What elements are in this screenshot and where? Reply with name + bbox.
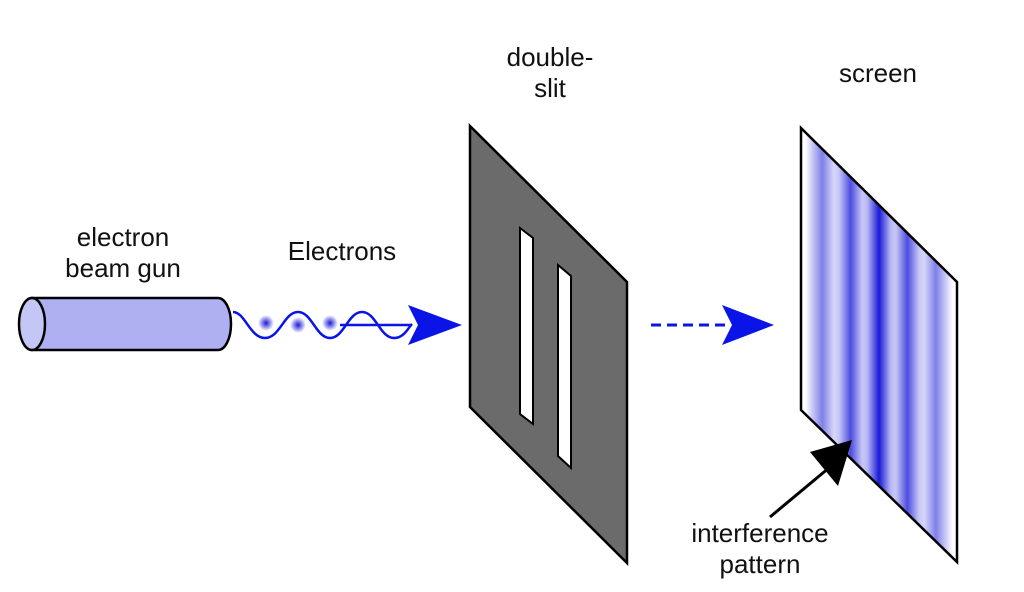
gun-label-line2: beam gun — [65, 253, 181, 283]
screen-outline — [799, 125, 959, 565]
electrons-label: Electrons — [287, 236, 397, 266]
wave-line — [232, 310, 413, 340]
interference-pattern-label-line1: interference — [691, 518, 829, 548]
dashed-beam-arrowhead — [722, 305, 774, 345]
pattern-pointer-arrow — [769, 440, 852, 519]
interference-fringe — [918, 234, 953, 562]
double-slit-label: double- slit — [480, 42, 620, 104]
electron-dot — [290, 317, 306, 333]
slit-opening-right — [557, 262, 572, 471]
interference-pattern-label: interference pattern — [672, 518, 848, 580]
transmitted-beam-arrow — [651, 305, 774, 345]
double-slit-label-line2: slit — [534, 73, 566, 103]
electron-dot — [322, 315, 338, 331]
slit-opening-left — [519, 225, 534, 427]
detection-screen — [799, 125, 959, 565]
interference-fringe — [833, 150, 868, 485]
electron-beam-gun — [17, 296, 233, 352]
screen-label: screen — [838, 58, 918, 88]
electron-wave — [232, 305, 462, 345]
interference-fringes — [805, 128, 953, 562]
double-slit-label-line1: double- — [506, 42, 594, 72]
gun-front-face — [17, 296, 47, 352]
interference-fringe — [862, 178, 896, 513]
beam-arrowhead — [408, 305, 462, 345]
gun-label-line1: electron — [76, 222, 170, 252]
interference-pattern-label-line2: pattern — [719, 549, 801, 579]
interference-fringe — [890, 206, 925, 541]
pointer-arrowhead — [810, 440, 852, 486]
interference-fringe — [805, 128, 840, 458]
gun-body — [30, 296, 233, 352]
slit-plate-panel — [468, 122, 629, 567]
double-slit-plate — [468, 122, 629, 567]
electron-dot — [258, 315, 274, 331]
pointer-shaft — [769, 460, 837, 519]
gun-label: electron beam gun — [58, 222, 188, 284]
